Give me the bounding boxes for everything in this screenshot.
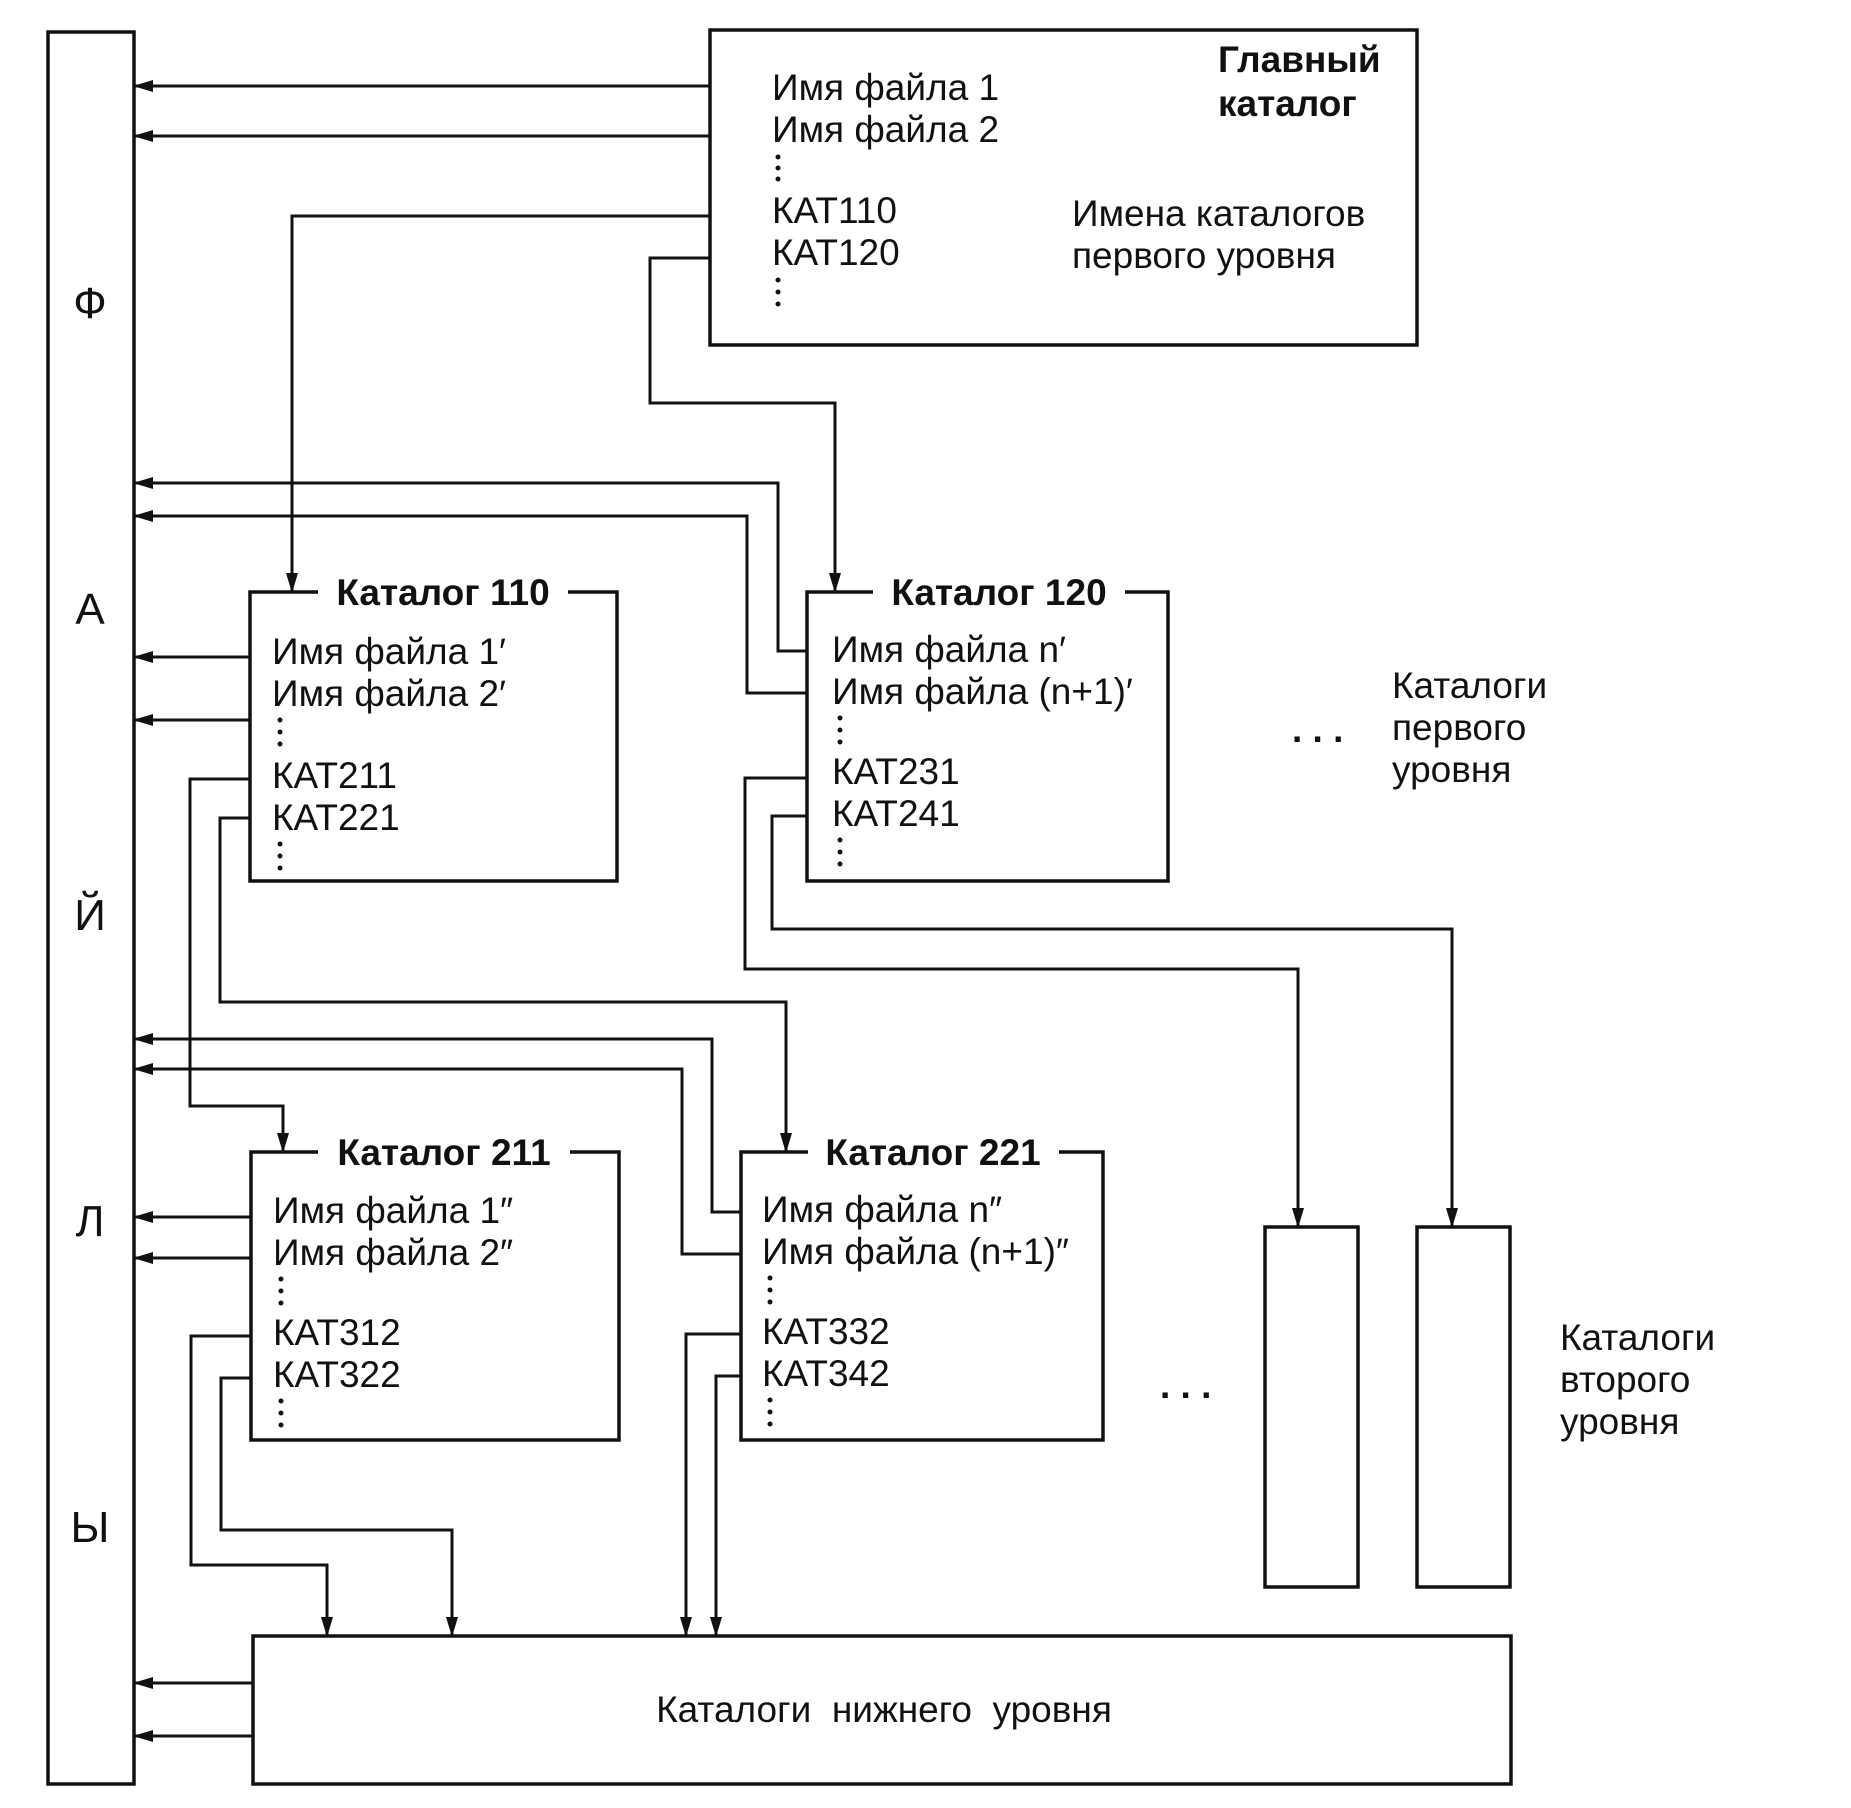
c120-vdots-2 <box>837 837 843 867</box>
c211-entry-kat312: КАТ312 <box>273 1312 401 1353</box>
c221-vdots-2 <box>767 1397 773 1427</box>
arrow-kat241 <box>770 814 1458 1228</box>
files-letter-f: Ф <box>73 279 106 328</box>
second-level-box-2 <box>1415 1225 1512 1589</box>
c211-entry-1: Имя файла 1″ <box>273 1190 513 1231</box>
arrow-kat211 <box>188 777 289 1153</box>
arrow-kat322 <box>219 1376 458 1637</box>
arrow-kat332 <box>680 1332 741 1637</box>
main-entry-2: Имя файла 2 <box>772 109 999 150</box>
main-entry-kat120: КАТ120 <box>772 232 900 273</box>
ellipsis-second-level: . . . <box>1160 1365 1211 1406</box>
c211-entry-kat322: КАТ322 <box>273 1354 401 1395</box>
c211-vdots-1 <box>278 1276 284 1306</box>
arrow-c221-file-n1 <box>133 1063 741 1256</box>
c120-entry-kat241: КАТ241 <box>832 793 960 834</box>
c120-entry-kat231: КАТ231 <box>832 751 960 792</box>
arrow-kat342 <box>710 1374 741 1637</box>
first-level-label-3: уровня <box>1392 749 1511 790</box>
main-entry-1: Имя файла 1 <box>772 67 999 108</box>
files-letter-y2: Ы <box>71 1503 110 1552</box>
arrow-c120-file-n1 <box>133 510 807 695</box>
ellipsis-first-level: . . . <box>1292 709 1343 750</box>
second-level-box-1 <box>1263 1225 1360 1589</box>
c221-entry-kat342: КАТ342 <box>762 1353 890 1394</box>
c221-entry-2: Имя файла (n+1)″ <box>762 1231 1069 1272</box>
c110-entry-kat211: КАТ211 <box>272 755 397 796</box>
c110-vdots-2 <box>277 841 283 871</box>
files-column <box>46 30 136 1786</box>
c120-vdots-1 <box>837 715 843 745</box>
main-note-1: Имена каталогов <box>1072 193 1365 234</box>
catalog-211-box <box>249 1150 621 1442</box>
arrow-kat312 <box>189 1334 333 1637</box>
c120-entry-2: Имя файла (n+1)′ <box>832 671 1133 712</box>
main-catalog-title-2: каталог <box>1218 83 1357 124</box>
first-level-label-1: Каталоги <box>1392 665 1547 706</box>
c110-entry-2: Имя файла 2′ <box>272 673 506 714</box>
arrow-kat221 <box>218 816 792 1153</box>
c110-vdots-1 <box>277 717 283 747</box>
files-letter-a: А <box>75 585 105 634</box>
catalog-221-title: Каталог 221 <box>825 1132 1040 1173</box>
c221-entry-1: Имя файла n″ <box>762 1189 1002 1230</box>
files-letter-y: Й <box>74 889 106 940</box>
main-entry-kat110: КАТ110 <box>772 190 897 231</box>
catalog-110-title: Каталог 110 <box>336 572 549 613</box>
main-vdots-2 <box>775 277 781 307</box>
second-level-label-2: второго <box>1560 1359 1690 1400</box>
catalog-110-box <box>248 590 619 883</box>
arrow-kat231 <box>743 776 1304 1228</box>
arrow-kat110 <box>286 214 710 593</box>
second-level-label-1: Каталоги <box>1560 1317 1715 1358</box>
c211-vdots-2 <box>278 1398 284 1428</box>
main-note-2: первого уровня <box>1072 235 1336 276</box>
c110-entry-1: Имя файла 1′ <box>272 631 506 672</box>
bottom-catalog-box <box>251 1634 1513 1786</box>
arrow-c221-file-n <box>133 1033 741 1214</box>
main-vdots-1 <box>775 154 781 182</box>
second-level-label-3: уровня <box>1560 1401 1679 1442</box>
arrow-kat120 <box>648 256 841 593</box>
bottom-catalog-label: Каталоги нижнего уровня <box>656 1689 1112 1730</box>
catalog-120-title: Каталог 120 <box>891 572 1106 613</box>
c221-entry-kat332: КАТ332 <box>762 1311 890 1352</box>
catalog-211-title: Каталог 211 <box>337 1132 550 1173</box>
main-catalog-box <box>708 28 1419 347</box>
files-letter-l: Л <box>76 1197 105 1246</box>
first-level-label-2: первого <box>1392 707 1526 748</box>
c120-entry-1: Имя файла n′ <box>832 629 1066 670</box>
catalog-120-box <box>805 590 1170 883</box>
c211-entry-2: Имя файла 2″ <box>273 1232 513 1273</box>
catalog-221-box <box>739 1150 1105 1442</box>
main-catalog-title-1: Главный <box>1218 39 1381 80</box>
c110-entry-kat221: КАТ221 <box>272 797 400 838</box>
c221-vdots-1 <box>767 1275 773 1305</box>
arrow-c120-file-n <box>133 477 807 653</box>
